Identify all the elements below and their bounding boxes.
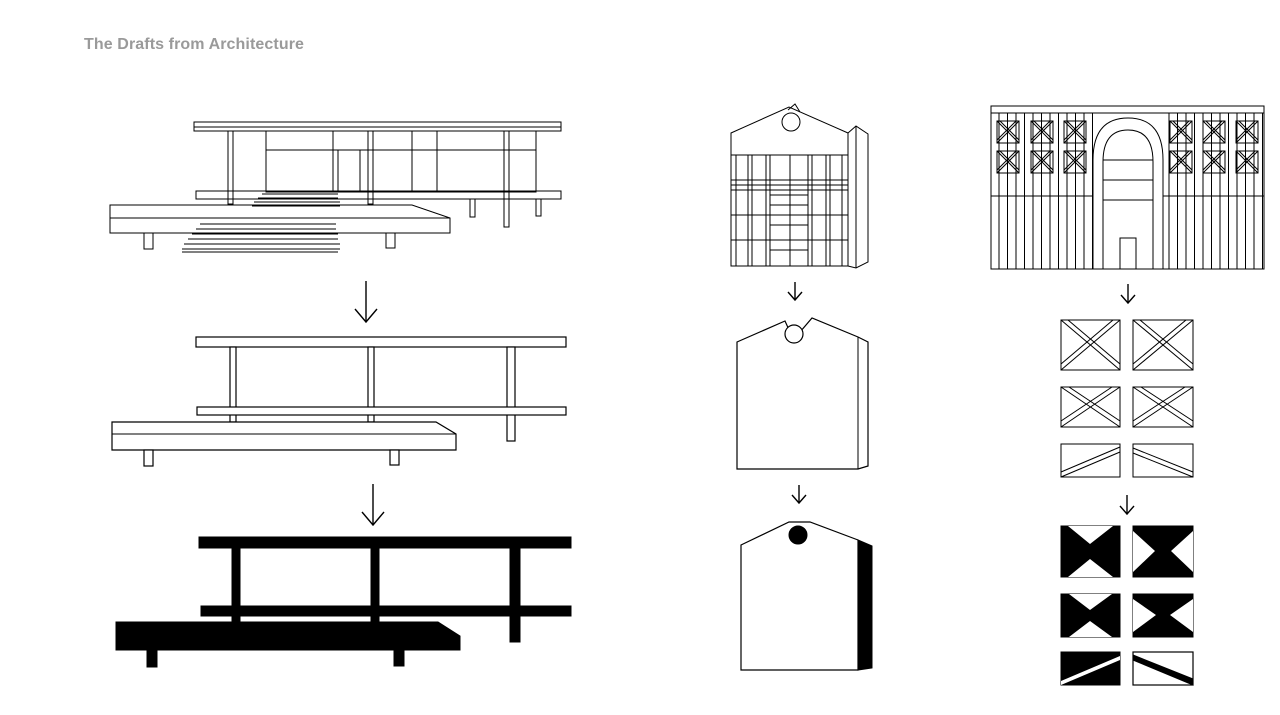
arrow-down-icon	[787, 282, 803, 302]
grid-facade-cross-panel	[1169, 120, 1193, 144]
grid-facade-cross-line	[1030, 120, 1051, 141]
grid-facade-cross-line	[1063, 150, 1087, 174]
grid-facade-cross-line	[996, 150, 1017, 171]
grid-facade-cross-panel	[1202, 120, 1226, 144]
grid-facade-cross-line	[1202, 150, 1226, 174]
grid-facade-cross-line	[1172, 120, 1193, 141]
grid-facade-cross-line	[1033, 120, 1054, 141]
grid-facade-cross-line	[1066, 150, 1087, 171]
grid-facade-cross-panel	[1063, 150, 1087, 174]
grid-facade-cross-panel	[1202, 150, 1226, 174]
grid-facade-cross-line	[1066, 120, 1087, 141]
grid-facade-cross-line	[1030, 150, 1051, 171]
grid-facade-cross-line	[1235, 150, 1259, 174]
grid-facade-cross-line	[1205, 120, 1226, 141]
grid-facade-cross-line	[996, 150, 1020, 174]
grid-facade-cross-line	[1063, 150, 1084, 171]
grid-line-drawing	[990, 105, 1265, 270]
grid-facade-cross-panel	[1235, 150, 1259, 174]
house-line-drawing	[109, 121, 562, 253]
grid-facade-cross-line	[1172, 150, 1193, 171]
grid-facade-cross-line	[1235, 120, 1259, 144]
grid-facade-cross-line	[1030, 150, 1054, 174]
grid-facade-cross-line	[1202, 120, 1223, 141]
arrow-down-icon	[1120, 284, 1136, 305]
grid-facade-cross-panel	[1169, 150, 1193, 174]
grid-facade-cross-line	[1202, 120, 1226, 144]
gable-outline	[736, 317, 869, 470]
arrow-down-icon	[1119, 495, 1135, 516]
grid-facade-cross-line	[1238, 120, 1259, 141]
arrow-down-icon	[354, 281, 378, 324]
grid-solid	[1060, 525, 1194, 686]
gable-line-drawing	[730, 103, 869, 269]
grid-facade-cross-line	[996, 120, 1017, 141]
house-solid	[115, 536, 572, 668]
arrow-down-icon	[361, 484, 385, 527]
grid-facade-cross-panel	[996, 120, 1020, 144]
grid-facade-cross-line	[1235, 150, 1256, 171]
grid-facade-cross-line	[1169, 150, 1193, 174]
gable-solid	[740, 521, 873, 671]
grid-facade-cross-line	[1169, 120, 1190, 141]
grid-facade-cross-line	[1030, 120, 1054, 144]
grid-facade-cross-panel	[996, 150, 1020, 174]
grid-facade-cross-line	[1033, 150, 1054, 171]
house-outline	[111, 336, 567, 467]
arrow-down-icon	[791, 485, 807, 505]
grid-facade-cross-line	[1235, 120, 1256, 141]
grid-facade-cross-panel	[1030, 150, 1054, 174]
grid-facade-cross-line	[1169, 150, 1190, 171]
grid-facade-cross-line	[999, 120, 1020, 141]
grid-outline	[1060, 319, 1194, 478]
grid-facade-cross-panel	[1063, 120, 1087, 144]
grid-facade-cross-panel	[1030, 120, 1054, 144]
page-title: The Drafts from Architecture	[84, 36, 305, 53]
grid-facade-cross-line	[1169, 120, 1193, 144]
grid-facade-cross-line	[996, 120, 1020, 144]
grid-facade-cross-line	[999, 150, 1020, 171]
grid-facade-cross-line	[1063, 120, 1084, 141]
grid-facade-cross-line	[1202, 150, 1223, 171]
grid-facade-cross-panel	[1235, 120, 1259, 144]
grid-facade-cross-line	[1238, 150, 1259, 171]
grid-facade-cross-line	[1063, 120, 1087, 144]
grid-facade-cross-line	[1205, 150, 1226, 171]
